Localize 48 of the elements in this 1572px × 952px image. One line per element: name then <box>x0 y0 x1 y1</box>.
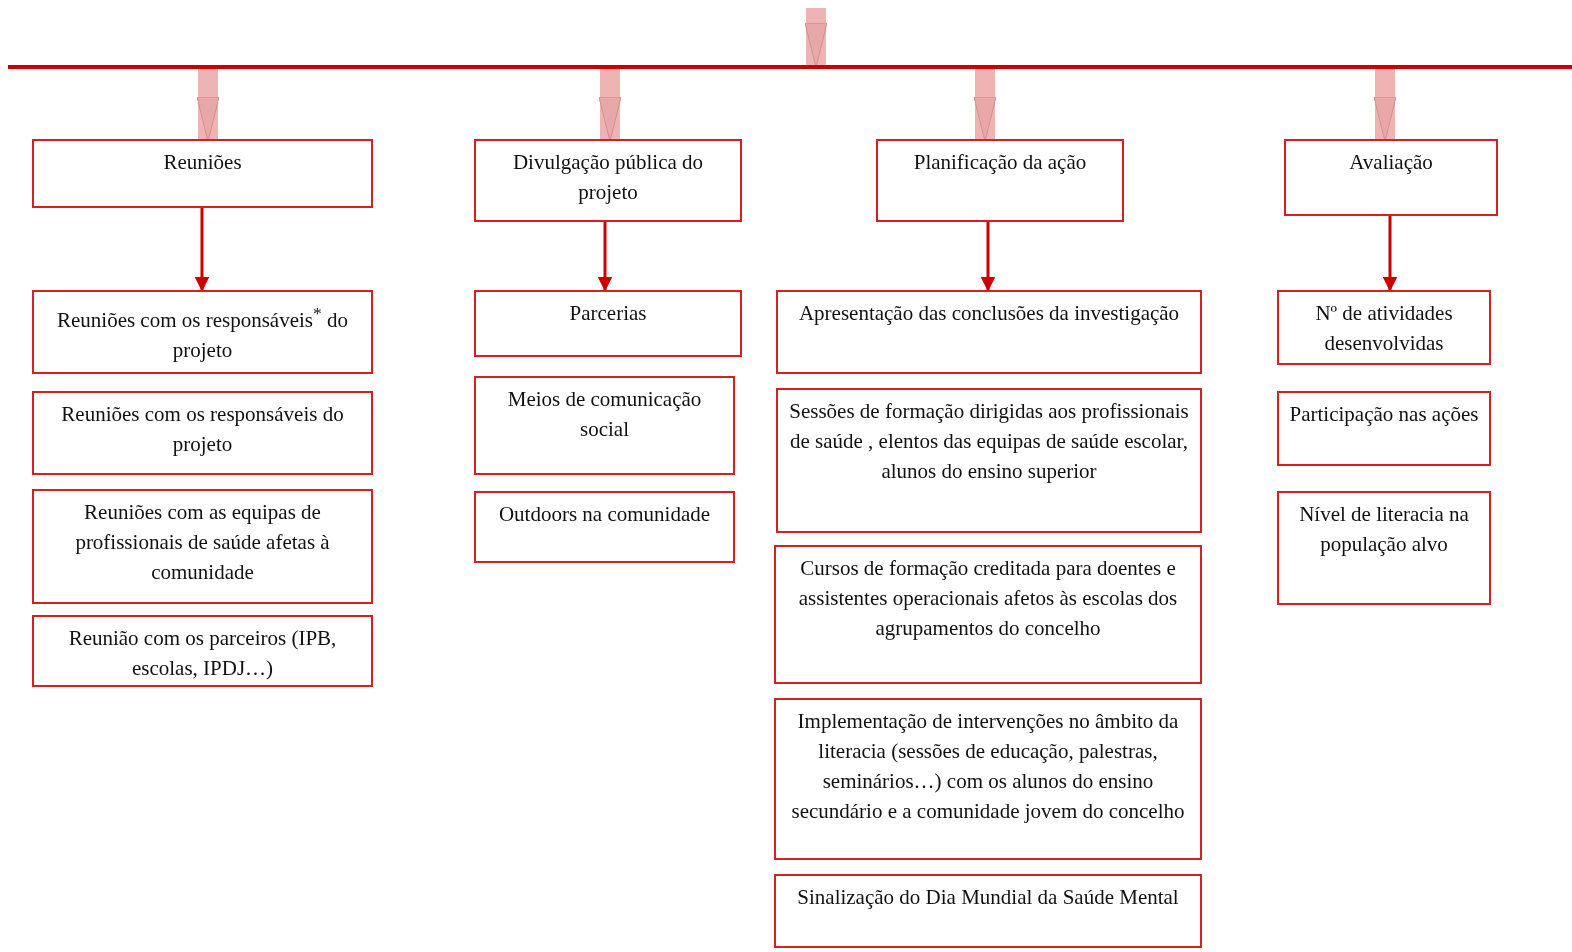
box-text: Outdoors na comunidade <box>498 502 711 526</box>
process-box <box>1284 139 1498 216</box>
box-text: Sessões de formação dirigidas aos profissionais de saúde , elentos das equipas de saúde escolar, alunos do ensino superior <box>789 399 1189 483</box>
process-box <box>1277 491 1491 605</box>
box-text: Reuniões com as equipas de profissionais de saúde afetas à comunidade <box>75 500 330 584</box>
block-arrow <box>196 69 220 142</box>
box-text: Meios de comunicação social <box>507 387 702 441</box>
process-box <box>776 388 1202 533</box>
process-box <box>876 139 1124 222</box>
process-box <box>32 391 373 475</box>
process-box <box>32 290 373 374</box>
process-box <box>776 290 1202 374</box>
box-text: Reuniões com os responsáveis do projeto <box>61 402 344 456</box>
box-text: Parcerias <box>569 301 647 325</box>
box-text: Participação nas ações <box>1289 402 1479 426</box>
process-box <box>32 489 373 604</box>
process-box <box>32 139 373 208</box>
box-text: Avaliação <box>1349 150 1433 174</box>
process-box <box>774 545 1202 684</box>
box-text: Reunião com os parceiros (IPB, escolas, IPDJ…) <box>68 626 337 680</box>
process-box <box>474 139 742 222</box>
process-box <box>32 615 373 687</box>
process-box <box>474 290 742 357</box>
box-text: Sinalização do Dia Mundial da Saúde Mental <box>797 885 1179 909</box>
box-text: Reuniões com os responsáveis$^{*}$ do projeto <box>56 308 348 362</box>
process-box <box>474 491 735 563</box>
box-text: Nível de literacia na população alvo <box>1299 502 1469 556</box>
block-arrow <box>973 69 997 142</box>
arrow <box>194 208 210 292</box>
process-box <box>774 698 1202 860</box>
block-arrow <box>1373 69 1397 142</box>
box-text: Apresentação das conclusões da investigação <box>798 301 1180 325</box>
box-text: Implementação de intervenções no âmbito da literacia (sessões de educação, palestras, seminários…) com os alunos do ensino secundário e a comunidade jovem do concelho <box>791 709 1185 823</box>
arrow <box>980 222 996 292</box>
box-text: Reuniões <box>163 150 242 174</box>
box-text: Planificação da ação <box>913 150 1087 174</box>
arrow <box>597 222 613 292</box>
arrow <box>1382 216 1398 292</box>
process-box <box>474 376 735 475</box>
divider-bar <box>8 65 1572 69</box>
process-box <box>774 874 1202 948</box>
block-arrow <box>804 8 828 68</box>
box-text: Cursos de formação creditada para doentes e assistentes operacionais afetos às escolas dos agrupamentos do concelho <box>798 556 1178 640</box>
process-box <box>1277 391 1491 466</box>
box-text: Nº de atividades desenvolvidas <box>1315 301 1453 355</box>
box-text: Divulgação pública do projeto <box>512 150 704 204</box>
block-arrow <box>598 69 622 142</box>
process-box <box>1277 290 1491 365</box>
